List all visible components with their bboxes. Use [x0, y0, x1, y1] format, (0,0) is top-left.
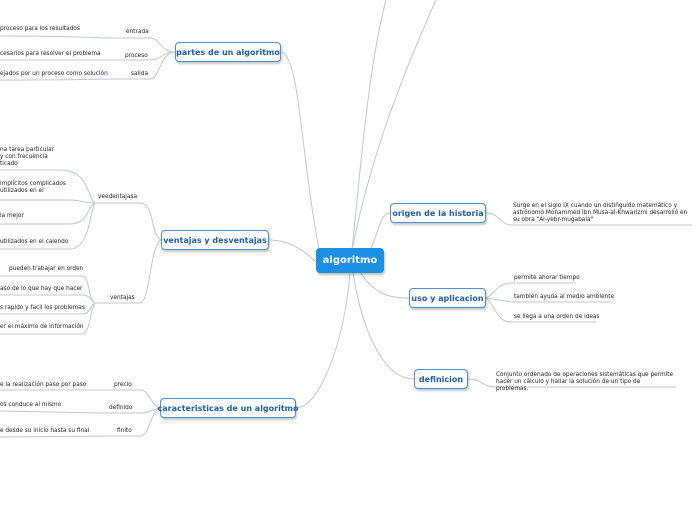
- branch-partes-label: partes de un algoritmo: [176, 47, 280, 57]
- partes-leaf-salida[interactable]: ejados por un proceso como solución: [0, 71, 108, 77]
- caracteristicas-sub-precio[interactable]: precio: [114, 382, 132, 388]
- branch-caracteristicas-label: caracteristicas de un algoritmo: [157, 403, 299, 413]
- partes-leaf-proceso[interactable]: cesarios para resolver el problema: [0, 51, 101, 57]
- branch-origen-label: origen de la historia: [392, 208, 484, 218]
- definicion-text[interactable]: Conjunto ordenado de operaciones sistemá…: [496, 372, 674, 392]
- caracteristicas-leaf-finito[interactable]: e desde su inicio hasta su final: [0, 428, 90, 434]
- branch-origen[interactable]: origen de la historia: [390, 203, 486, 223]
- branch-partes[interactable]: partes de un algoritmo: [175, 42, 281, 62]
- uso-leaf-3[interactable]: se llega a una orden de ideas: [514, 314, 600, 320]
- ventajas-leaf-2[interactable]: aso de lo que hay que hacer: [0, 286, 83, 292]
- veedentajasa-leaf-1[interactable]: na tarea particular y con frecuencia tic…: [0, 147, 55, 167]
- caracteristicas-sub-definido[interactable]: definido: [109, 405, 133, 411]
- branch-caracteristicas[interactable]: caracteristicas de un algoritmo: [157, 398, 299, 418]
- ventajas-sub-veedentajasa[interactable]: veedentajasa: [98, 194, 138, 200]
- branch-uso-label: uso y aplicacion: [411, 293, 484, 303]
- ventajas-leaf-4[interactable]: er el máximo de información: [0, 324, 84, 330]
- partes-sub-salida[interactable]: salida: [131, 71, 149, 77]
- uso-leaf-2[interactable]: tambien ayuda al medio ambiente: [514, 294, 615, 300]
- veedentajasa-leaf-3[interactable]: la mejor: [0, 213, 24, 219]
- veedentajasa-leaf-4[interactable]: utilizados en el calendo: [0, 239, 69, 245]
- partes-sub-proceso[interactable]: proceso: [125, 53, 148, 59]
- caracteristicas-sub-finito[interactable]: finito: [117, 428, 132, 434]
- branch-ventajas[interactable]: ventajas y desventajas: [161, 230, 269, 250]
- partes-leaf-entrada[interactable]: proceso para los resultados: [0, 26, 80, 32]
- origen-text[interactable]: Surge en el siglo IX cuando un distiñgui…: [513, 203, 688, 223]
- ventajas-leaf-1[interactable]: pueden trabajar en orden: [9, 266, 84, 272]
- branch-ventajas-label: ventajas y desventajas: [163, 235, 267, 245]
- ventajas-sub-ventajas[interactable]: ventajas: [110, 295, 135, 301]
- caracteristicas-leaf-definido[interactable]: os conduce al mismo: [0, 402, 62, 408]
- partes-sub-entrada[interactable]: entrada: [126, 29, 149, 35]
- central-topic[interactable]: algoritmo: [316, 248, 384, 273]
- caracteristicas-leaf-precio[interactable]: e la realización paso por paso: [0, 382, 87, 388]
- uso-leaf-1[interactable]: permite ahorar tiempo: [514, 275, 580, 281]
- ventajas-leaf-3[interactable]: s rapido y facil los problemas: [0, 305, 85, 311]
- veedentajasa-leaf-2[interactable]: implícitos complicados utilizados en el: [0, 181, 66, 194]
- branch-uso[interactable]: uso y aplicacion: [409, 288, 486, 308]
- branch-definicion-label: definicion: [418, 374, 464, 384]
- central-topic-label: algoritmo: [322, 255, 378, 266]
- branch-definicion[interactable]: definicion: [414, 369, 468, 389]
